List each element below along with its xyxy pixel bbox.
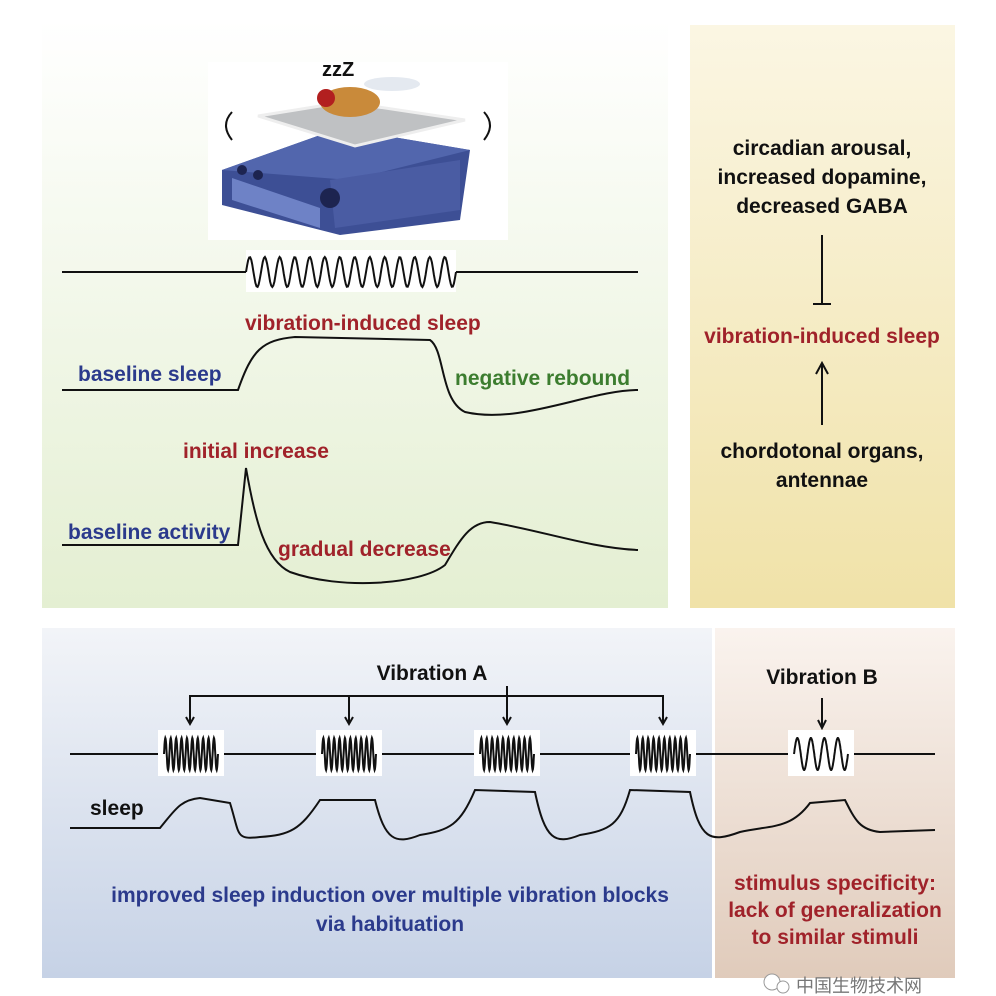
shaker-with-fly-illustration: zzZ — [208, 59, 508, 240]
panel-specificity — [715, 628, 955, 978]
vibration-a-bracket — [185, 686, 668, 727]
panel-regulation — [690, 25, 955, 608]
stimulus-trace-blocks — [70, 730, 935, 776]
promoter-line-1: chordotonal organs, — [720, 440, 923, 463]
inhibitor-line-3: decreased GABA — [736, 195, 908, 218]
vibration-waveform-a — [163, 734, 219, 774]
caption-specificity-1: stimulus specificity: — [734, 872, 936, 895]
caption-specificity-3: to similar stimuli — [752, 926, 919, 949]
center-vibration-induced-sleep: vibration-induced sleep — [704, 325, 940, 348]
vibration-waveform-b — [793, 737, 849, 771]
vibration-waves-right-icon — [483, 111, 491, 141]
label-baseline-sleep: baseline sleep — [78, 363, 222, 386]
label-initial-increase: initial increase — [183, 440, 329, 463]
label-sleep: sleep — [90, 797, 144, 820]
sleep-zzz-icon: zzZ — [322, 59, 354, 81]
label-baseline-activity: baseline activity — [68, 521, 231, 544]
panel-habituation — [42, 628, 712, 978]
stimulus-trace — [62, 250, 638, 292]
caption-habituation-1: improved sleep induction over multiple v… — [111, 884, 669, 907]
vibration-b-arrow — [817, 698, 827, 731]
label-vibration-b: Vibration B — [766, 666, 878, 689]
inhibitor-line-2: increased dopamine, — [718, 166, 927, 189]
activation-arrow — [815, 360, 829, 425]
inhibitor-line-1: circadian arousal, — [733, 137, 912, 160]
inhibition-arrow — [813, 235, 831, 305]
label-vibration-induced-sleep: vibration-induced sleep — [245, 312, 481, 335]
sleep-trace-blocks — [70, 788, 936, 841]
caption-specificity-2: lack of generalization — [728, 899, 942, 922]
label-gradual-decrease: gradual decrease — [278, 538, 451, 561]
fly-icon — [320, 87, 380, 117]
label-vibration-a: Vibration A — [377, 662, 488, 685]
promoter-line-2: antennae — [776, 469, 868, 492]
watermark: 中国生物技术网 — [763, 973, 922, 996]
vibration-waves-left-icon — [225, 111, 233, 141]
label-negative-rebound: negative rebound — [455, 367, 630, 390]
activity-trace — [62, 467, 639, 585]
vibration-waveform-a — [321, 734, 377, 774]
watermark-text: 中国生物技术网 — [796, 976, 922, 996]
sleep-trace — [62, 335, 639, 416]
vibration-waveform-a — [479, 734, 535, 774]
caption-habituation-2: via habituation — [316, 913, 464, 936]
vibration-waveform-a — [635, 734, 691, 774]
